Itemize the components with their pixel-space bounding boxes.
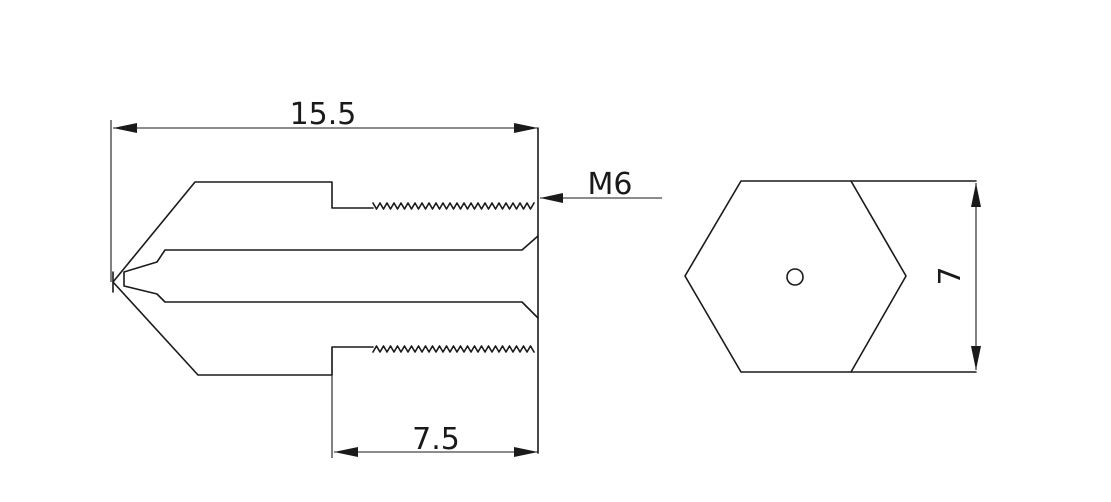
- dimension-thread-size: M6: [540, 167, 662, 203]
- nozzle-outer-body: [112, 181, 374, 376]
- dimension-label-thread-length: 7.5: [412, 422, 460, 457]
- dimension-thread-length: 7.5: [331, 347, 538, 458]
- dimension-label-overall-length: 15.5: [290, 97, 357, 132]
- dimension-across-flats: 7: [933, 183, 981, 370]
- thread-teeth-bottom: [372, 345, 535, 353]
- dimension-label-thread-size: M6: [588, 167, 633, 202]
- hexagon-outline: [684, 180, 907, 373]
- nozzle-end-view-hexagon: [684, 180, 977, 373]
- thread-teeth-top: [372, 202, 535, 210]
- nozzle-side-view: [112, 127, 539, 454]
- dimension-label-across-flats: 7: [933, 266, 968, 285]
- nozzle-orifice-circle: [786, 268, 804, 286]
- inner-bore: [112, 235, 539, 319]
- dimension-overall-length: 15.5: [110, 97, 538, 282]
